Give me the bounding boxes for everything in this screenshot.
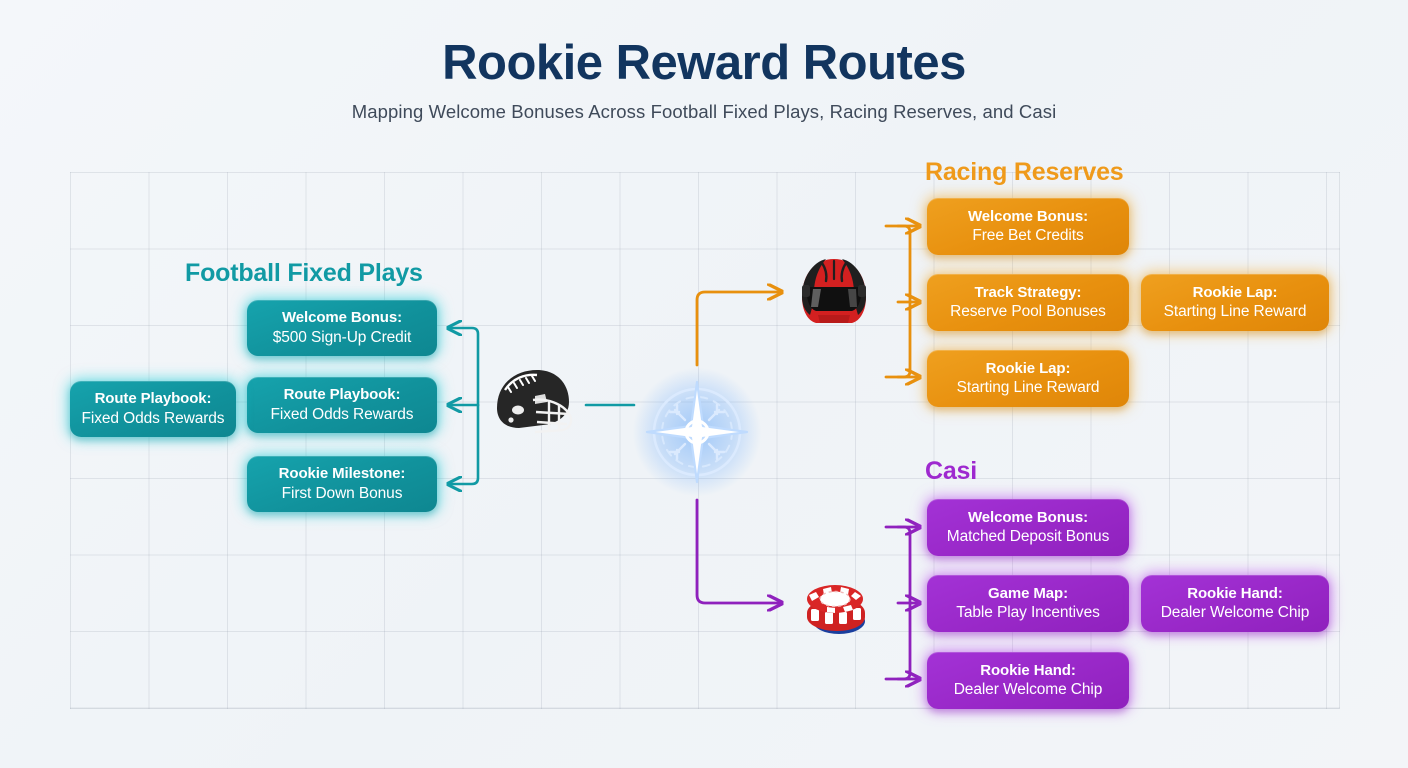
card-casino-2[interactable]: Game Map: Table Play Incentives — [927, 575, 1129, 632]
card-racing-outer-1[interactable]: Rookie Lap: Starting Line Reward — [1141, 274, 1329, 331]
connector-center-to-racing — [695, 292, 782, 367]
card-title: Rookie Milestone: — [278, 465, 406, 483]
section-heading-football: Football Fixed Plays — [185, 259, 423, 287]
card-detail: Table Play Incentives — [956, 604, 1100, 622]
card-casino-outer-1[interactable]: Rookie Hand: Dealer Welcome Chip — [1141, 575, 1329, 632]
card-title: Route Playbook: — [94, 390, 212, 408]
section-heading-casino: Casi — [925, 457, 978, 485]
card-football-outer-1[interactable]: Route Playbook: Fixed Odds Rewards — [70, 381, 236, 437]
card-title: Rookie Hand: — [980, 661, 1076, 679]
card-detail: Dealer Welcome Chip — [953, 681, 1103, 699]
card-racing-1[interactable]: Welcome Bonus: Free Bet Credits — [927, 198, 1129, 255]
card-racing-2[interactable]: Track Strategy: Reserve Pool Bonuses — [927, 274, 1129, 331]
connector-center-to-casino — [695, 498, 782, 603]
section-heading-racing: Racing Reserves — [925, 158, 1124, 186]
card-racing-3[interactable]: Rookie Lap: Starting Line Reward — [927, 350, 1129, 407]
card-detail: Reserve Pool Bonuses — [950, 303, 1106, 321]
card-title: Route Playbook: — [283, 386, 401, 404]
racing-helmet-icon — [796, 253, 872, 329]
football-helmet-icon — [489, 362, 585, 448]
card-casino-3[interactable]: Rookie Hand: Dealer Welcome Chip — [927, 652, 1129, 709]
card-detail: First Down Bonus — [281, 484, 403, 502]
card-detail: Matched Deposit Bonus — [946, 528, 1110, 546]
card-title: Rookie Lap: — [985, 359, 1071, 377]
page-title: Rookie Reward Routes — [442, 36, 966, 90]
card-football-1[interactable]: Welcome Bonus: $500 Sign-Up Credit — [247, 300, 437, 356]
card-detail: Starting Line Reward — [1163, 303, 1307, 321]
connector-racing-trunk — [884, 224, 912, 379]
compass-rose-icon — [637, 372, 757, 492]
card-casino-1[interactable]: Welcome Bonus: Matched Deposit Bonus — [927, 499, 1129, 556]
card-detail: Free Bet Credits — [972, 227, 1084, 245]
header: Rookie Reward Routes Mapping Welcome Bon… — [0, 36, 1408, 123]
card-detail: Fixed Odds Rewards — [270, 405, 414, 423]
card-title: Game Map: — [988, 584, 1068, 602]
card-detail: Starting Line Reward — [956, 379, 1100, 397]
card-detail: $500 Sign-Up Credit — [272, 328, 412, 346]
card-title: Track Strategy: — [974, 283, 1082, 301]
card-title: Rookie Hand: — [1187, 584, 1283, 602]
card-title: Rookie Lap: — [1192, 283, 1278, 301]
card-football-2[interactable]: Route Playbook: Fixed Odds Rewards — [247, 377, 437, 433]
card-detail: Fixed Odds Rewards — [81, 409, 225, 427]
card-detail: Dealer Welcome Chip — [1160, 604, 1310, 622]
connector-casino-trunk — [884, 525, 912, 681]
card-title: Welcome Bonus: — [281, 309, 402, 327]
poker-chips-icon — [797, 565, 873, 641]
connector-football-1 — [448, 328, 480, 407]
card-title: Welcome Bonus: — [967, 508, 1088, 526]
card-football-3[interactable]: Rookie Milestone: First Down Bonus — [247, 456, 437, 512]
connector-football-3 — [448, 403, 480, 484]
card-title: Welcome Bonus: — [967, 207, 1088, 225]
page-subtitle: Mapping Welcome Bonuses Across Football … — [351, 100, 1057, 122]
